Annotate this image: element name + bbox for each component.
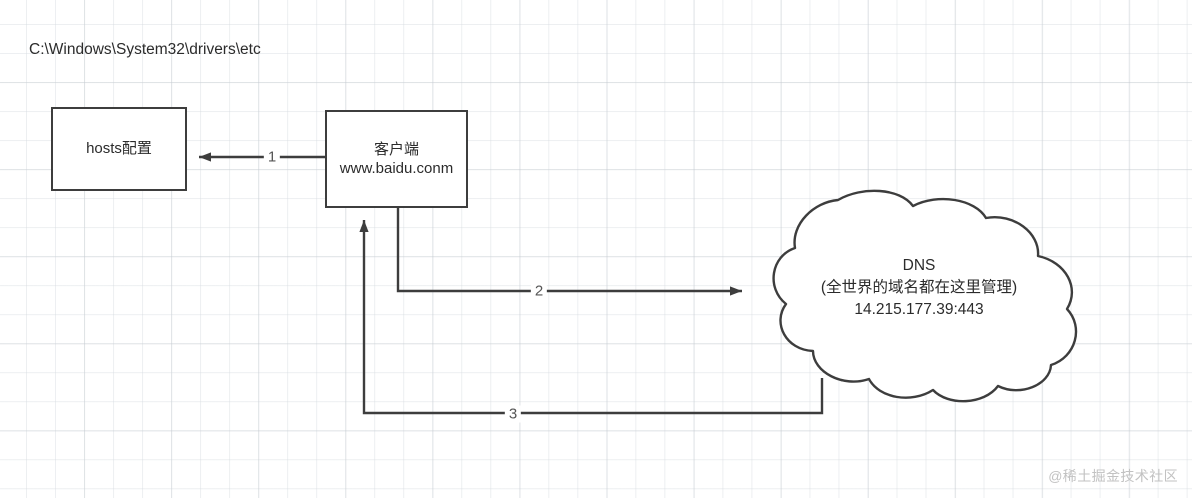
client-node[interactable]: 客户端 www.baidu.conm	[325, 110, 468, 208]
watermark: @稀土掘金技术社区	[1048, 468, 1178, 484]
hosts-config-node[interactable]: hosts配置	[51, 107, 187, 191]
client-node-text: 客户端 www.baidu.conm	[340, 140, 453, 178]
hosts-path-note: C:\Windows\System32\drivers\etc	[29, 41, 261, 58]
edge-3-label: 3	[504, 405, 522, 423]
dns-cloud-shape	[772, 189, 1078, 403]
hosts-config-label: hosts配置	[86, 140, 152, 158]
edge-3-line	[359, 220, 824, 415]
client-url: www.baidu.conm	[339, 160, 454, 177]
edge-2-line	[396, 208, 742, 296]
client-title: 客户端	[373, 140, 419, 158]
edge-1-label: 1	[263, 148, 281, 166]
edge-2-label: 2	[530, 282, 548, 300]
